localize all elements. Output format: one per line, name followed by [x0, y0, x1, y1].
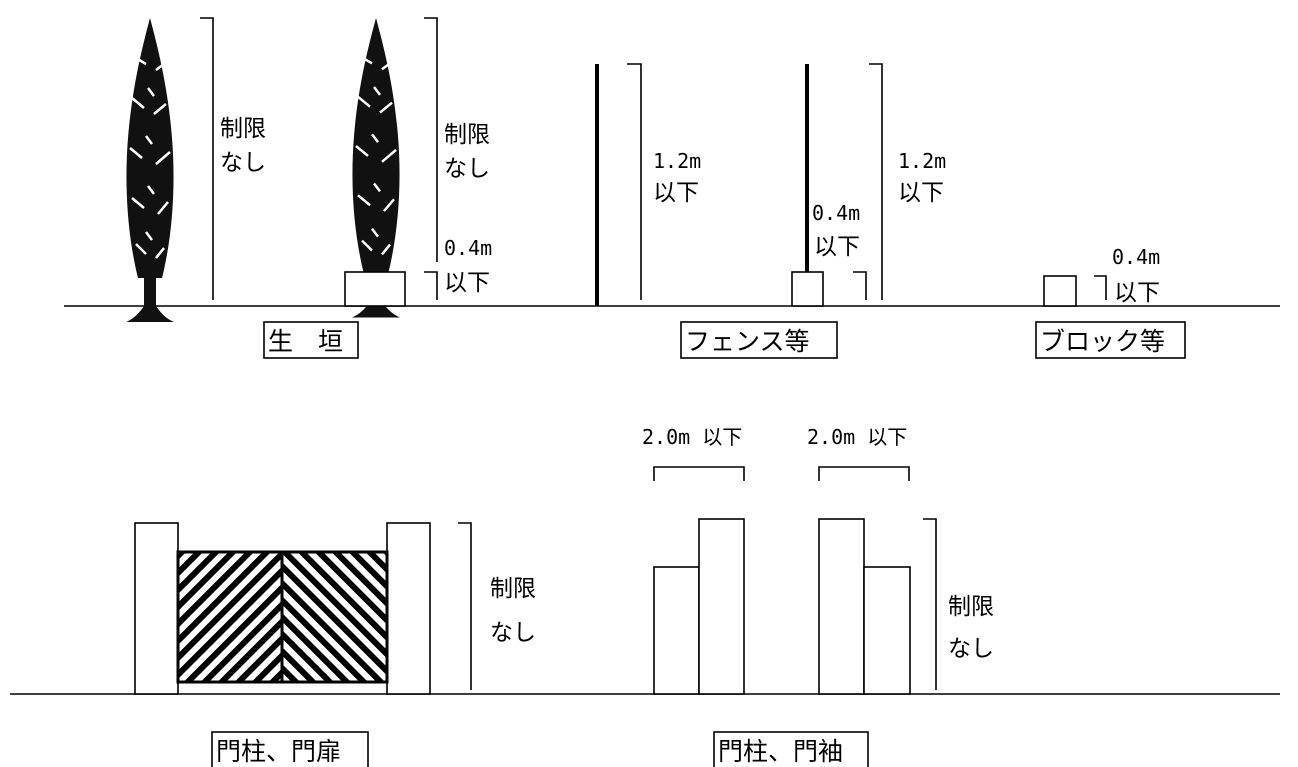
caption-box-gate-sleeve [713, 731, 869, 767]
base-limit-unit: 以下 [814, 234, 860, 260]
sleeve-wall-right [863, 566, 911, 695]
gate-post-right [386, 522, 431, 695]
block-wall [1043, 275, 1077, 307]
caption-fence: フェンス等 [685, 327, 810, 356]
width-limit-left: 2.0m 以下 [642, 425, 742, 449]
caption-box-hedge [263, 321, 359, 359]
no-limit-label-2: なし [444, 156, 490, 182]
base-limit-value: 0.4m [812, 201, 860, 225]
fence-limit-unit: 以下 [653, 180, 699, 206]
caption-box-block [1035, 321, 1186, 359]
no-limit-label-1: 制限 [948, 594, 994, 620]
fence-limit-unit: 以下 [898, 180, 944, 206]
sleeve-wall-left [653, 566, 700, 695]
block-limit-value: 0.4m [1112, 245, 1160, 269]
width-limit-right: 2.0m 以下 [807, 425, 907, 449]
height-bracket-fence-base [853, 271, 867, 300]
gate-door-left [176, 550, 284, 684]
height-bracket-sleeve [923, 518, 937, 690]
hedge-base-block [344, 271, 406, 307]
tree-icon [124, 16, 176, 324]
no-limit-label-1: 制限 [444, 122, 490, 148]
caption-gate-door: 門柱、門扉 [216, 737, 341, 766]
gate-door-right [280, 550, 389, 684]
height-bracket-block [1094, 275, 1107, 300]
height-bracket-base [424, 271, 438, 300]
height-bracket-fence [627, 63, 642, 300]
caption-box-fence [680, 321, 838, 359]
caption-block: ブロック等 [1040, 327, 1165, 356]
height-bracket-hedge-upper [424, 17, 438, 262]
height-bracket-hedge [200, 17, 214, 300]
no-limit-label-2: なし [220, 150, 266, 176]
fence-base-block [791, 271, 824, 307]
no-limit-label-1: 制限 [220, 116, 266, 142]
width-bracket-right [818, 466, 910, 481]
gate-post-sleeve-right [818, 518, 865, 695]
gate-post-left [134, 522, 179, 695]
no-limit-label-1: 制限 [490, 576, 536, 602]
gate-post-sleeve-left [698, 518, 745, 695]
base-limit-value: 0.4m [444, 236, 492, 260]
base-limit-unit: 以下 [444, 270, 490, 296]
no-limit-label-2: なし [490, 620, 536, 646]
fence-limit-value: 1.2m [653, 149, 701, 173]
block-limit-unit: 以下 [1114, 280, 1160, 306]
width-bracket-left [653, 466, 745, 481]
height-bracket-fence-total [869, 63, 883, 300]
height-bracket-gate [458, 522, 472, 690]
no-limit-label-2: なし [948, 636, 994, 662]
fence-limit-value: 1.2m [898, 149, 946, 173]
caption-box-gate-door [211, 731, 369, 767]
caption-hedge: 生 垣 [268, 327, 343, 356]
caption-gate-sleeve: 門柱、門袖 [718, 737, 843, 766]
